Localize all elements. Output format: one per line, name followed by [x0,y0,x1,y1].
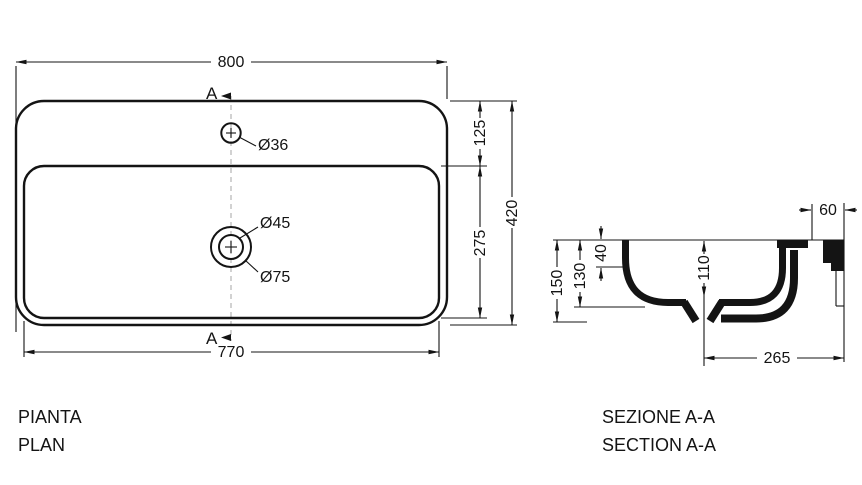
dim-inner-width-label: 770 [218,344,245,361]
section-marker-top: A [206,84,231,103]
dim-basin-depth: 110 [696,240,713,366]
dim-outer-width-label: 800 [218,54,245,71]
dim-total-height-label: 150 [549,270,566,297]
section-rim-block [823,240,844,271]
dim-bowl-depth: 275 [472,165,489,319]
plan-tap-hole [220,122,242,144]
dim-outer-width: 800 [15,54,448,71]
dim-inner-height-label: 130 [572,263,589,290]
dim-inner-height: 130 [572,239,589,308]
plan-view: Ø36 Ø45 Ø75 A A [14,54,521,455]
dim-deck-depth: 125 [472,100,489,167]
dim-inner-width: 770 [23,344,440,361]
section-letter-bottom: A [206,329,218,348]
section-deck-cap [777,240,808,248]
section-left-wall [622,240,686,306]
dim-drain-offset-label: 265 [764,350,791,367]
section-marker-bottom: A [206,329,231,348]
dim-rim-height: 40 [593,226,610,281]
section-drain-left [680,299,700,324]
dim-outer-height-label: 420 [504,200,521,227]
dim-deck-depth-label: 125 [472,120,489,147]
section-letter-top: A [206,84,218,103]
plan-title-en: PLAN [18,435,65,455]
dim-rim-height-label: 40 [593,244,610,262]
dim-drain-offset: 265 [703,350,845,367]
section-arrow-top-icon [221,92,231,100]
plan-inner-outline [22,164,441,320]
dim-deck-width-label: 60 [819,202,837,219]
dim-outer-height: 420 [504,100,521,326]
dim-total-height: 150 [549,239,566,323]
plan-extension-lines [15,66,517,357]
plan-hole-labels: Ø36 Ø45 Ø75 [238,136,290,286]
plan-title-it: PIANTA [18,407,82,427]
section-outer-wall [721,250,798,323]
tap-hole-label: Ø36 [258,137,288,154]
section-arrow-bottom-icon [221,334,231,341]
section-title-en: SECTION A-A [602,435,716,455]
dim-bowl-depth-label: 275 [472,230,489,257]
drain-inner-label: Ø45 [260,215,290,232]
section-skirt [835,203,845,362]
dim-deck-width: 60 [799,202,857,219]
drain-outer-label: Ø75 [260,269,290,286]
plan-drain-hole [210,226,252,268]
dim-basin-depth-label: 110 [696,255,713,281]
section-title-it: SEZIONE A-A [602,407,715,427]
section-view: 150 130 40 110 60 [549,202,857,455]
section-inner-wall [719,243,786,306]
